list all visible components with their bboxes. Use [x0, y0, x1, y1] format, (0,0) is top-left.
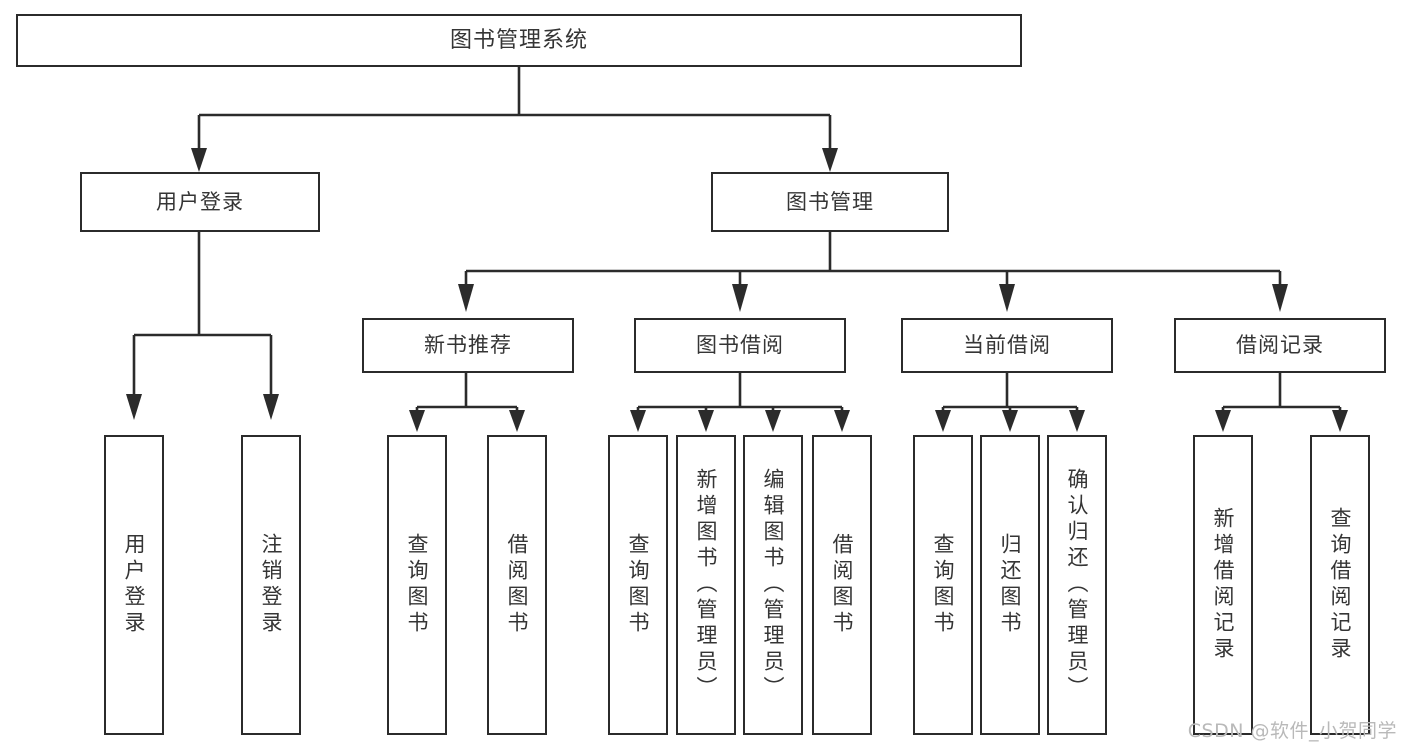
node-current-borrow[interactable]: 当前借阅	[901, 318, 1113, 373]
node-label: 新增图书（管理员）	[694, 468, 719, 702]
node-root-system[interactable]: 图书管理系统	[16, 14, 1022, 67]
leaf-borrow-book-recommend[interactable]: 借阅图书	[487, 435, 547, 735]
node-label: 编辑图书（管理员）	[761, 468, 786, 702]
watermark-text: CSDN @软件_小贺同学	[1187, 720, 1397, 742]
node-user-login[interactable]: 用户登录	[80, 172, 320, 232]
node-label: 借阅记录	[1236, 333, 1324, 358]
node-label: 查询图书	[405, 533, 430, 637]
node-label: 查询借阅记录	[1328, 507, 1353, 663]
node-label: 归还图书	[998, 533, 1023, 637]
node-label: 查询图书	[931, 533, 956, 637]
leaf-return-book[interactable]: 归还图书	[980, 435, 1040, 735]
node-label: 用户登录	[156, 189, 244, 214]
leaf-query-book-current[interactable]: 查询图书	[913, 435, 973, 735]
leaf-query-borrow-record[interactable]: 查询借阅记录	[1310, 435, 1370, 735]
node-label: 图书管理	[786, 189, 874, 214]
node-label: 借阅图书	[505, 533, 530, 637]
node-label: 图书借阅	[696, 333, 784, 358]
node-borrow-record[interactable]: 借阅记录	[1174, 318, 1386, 373]
node-label: 用户登录	[122, 533, 147, 637]
leaf-query-book-recommend[interactable]: 查询图书	[387, 435, 447, 735]
node-label: 确认归还（管理员）	[1065, 468, 1090, 702]
leaf-user-login[interactable]: 用户登录	[104, 435, 164, 735]
node-label: 图书管理系统	[449, 27, 588, 53]
node-book-management[interactable]: 图书管理	[711, 172, 949, 232]
node-label: 新增借阅记录	[1211, 507, 1236, 663]
node-label: 注销登录	[259, 533, 284, 637]
node-label: 查询图书	[626, 533, 651, 637]
node-book-borrow[interactable]: 图书借阅	[634, 318, 846, 373]
leaf-edit-book-admin[interactable]: 编辑图书（管理员）	[743, 435, 803, 735]
leaf-query-book-borrow[interactable]: 查询图书	[608, 435, 668, 735]
leaf-borrow-book[interactable]: 借阅图书	[812, 435, 872, 735]
node-label: 当前借阅	[963, 333, 1051, 358]
leaf-add-borrow-record[interactable]: 新增借阅记录	[1193, 435, 1253, 735]
leaf-add-book-admin[interactable]: 新增图书（管理员）	[676, 435, 736, 735]
node-label: 新书推荐	[424, 333, 512, 358]
node-label: 借阅图书	[830, 533, 855, 637]
node-new-book-recommend[interactable]: 新书推荐	[362, 318, 574, 373]
leaf-logout[interactable]: 注销登录	[241, 435, 301, 735]
leaf-confirm-return-admin[interactable]: 确认归还（管理员）	[1047, 435, 1107, 735]
